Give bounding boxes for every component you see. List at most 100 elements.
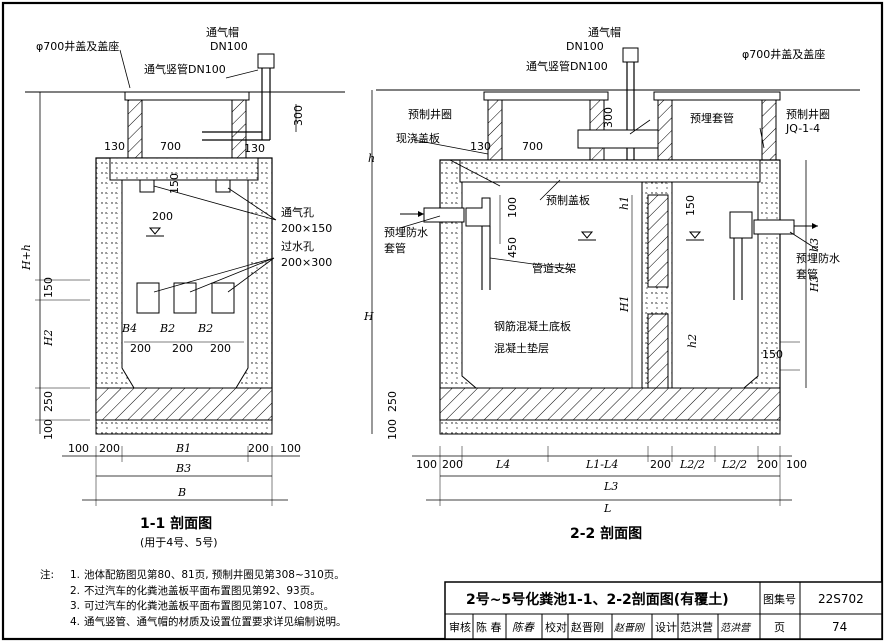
left-water-hole-label: 过水孔 — [281, 240, 314, 253]
right-section-title: 2-2 剖面图 — [570, 525, 642, 542]
dim-l: L — [603, 502, 611, 515]
designer-name: 范洪营 — [680, 620, 713, 634]
reviewer-signature: 陈春 — [512, 621, 535, 634]
right-sleeve-left: 套管 — [384, 241, 406, 255]
left-section-title: 1-1 剖面图 — [140, 515, 212, 532]
right-precast-ring-label: 预制井圈 — [786, 107, 830, 121]
right-vent-pipe-label: 通气竖管DN100 — [526, 59, 608, 73]
right-rc-slab-label: 钢筋混凝土底板 — [494, 319, 571, 333]
dim-b1: B1 — [175, 442, 191, 455]
dim-300-left: 300 — [292, 105, 305, 126]
right-pipe-support-label: 管道支架 — [532, 261, 576, 275]
dim-b: B — [177, 486, 186, 499]
left-vent-hole-label: 通气孔 — [281, 205, 314, 219]
left-section-subtitle: (用于4号、5号) — [140, 536, 218, 549]
title-block — [444, 581, 883, 640]
design-label: 设计 — [655, 621, 677, 634]
dim-100-left: 100 — [42, 419, 55, 440]
dim-100-r-b: 100 — [386, 419, 399, 440]
page-number: 74 — [832, 620, 847, 634]
dim-130-left: 130 — [104, 140, 125, 153]
dim-H3: H3 — [808, 275, 821, 293]
title-block-title: 2号~5号化粪池1-1、2-2剖面图(有覆土) — [466, 591, 729, 608]
right-vent-cap-size: DN100 — [566, 40, 604, 53]
dim-150-left-vertical: 150 — [42, 277, 55, 298]
note-4: 4.通气竖管、通气帽的材质及设置位置要求详见编制说明。 — [69, 615, 347, 628]
reviewer-name: 陈 春 — [476, 620, 502, 634]
dim-250-r: 250 — [386, 391, 399, 412]
right-sleeve-right: 套管 — [796, 267, 818, 281]
dim-200-vent: 200 — [152, 210, 173, 223]
dim-l-100a: 100 — [416, 458, 437, 471]
dim-h2-r: h2 — [686, 334, 699, 348]
dim-150-r-b: 150 — [762, 348, 783, 361]
left-vent-hole-size: 200×150 — [281, 222, 332, 235]
dim-b4: B4 — [121, 322, 137, 335]
right-waterproof-left: 预埋防水 — [384, 225, 428, 239]
right-embedded-sleeve-label: 预埋套管 — [690, 111, 734, 125]
dim-200-c: 200 — [210, 342, 231, 355]
atlas-number: 22S702 — [818, 592, 864, 606]
left-water-hole-size: 200×300 — [281, 256, 332, 269]
dim-l4: L4 — [495, 458, 510, 471]
dim-250-left: 250 — [42, 391, 55, 412]
note-2: 2.不过汽车的化粪池盖板平面布置图见第92、93页。 — [69, 584, 321, 597]
right-precast-cover-label: 预制盖板 — [546, 193, 590, 207]
note-1: 注:1.池体配筋图见第80、81页, 预制井圈见第308~310页。 — [40, 568, 347, 584]
dim-150-r-a: 150 — [684, 195, 697, 216]
left-vent-cap-size: DN100 — [210, 40, 248, 53]
right-manhole-cover-label: φ700井盖及盖座 — [742, 47, 825, 61]
dim-l-200b: 200 — [650, 458, 671, 471]
dim-700-left: 700 — [160, 140, 181, 153]
dim-300-r: 300 — [602, 107, 615, 128]
check-label: 校对 — [545, 620, 567, 634]
dim-b-200-right: 200 — [248, 442, 269, 455]
dim-700-r: 700 — [522, 140, 543, 153]
left-manhole-cover-label: φ700井盖及盖座 — [36, 39, 119, 53]
dim-l-200c: 200 — [757, 458, 778, 471]
note-3: 3.可过汽车的化粪池盖板平面布置图见第107、108页。 — [69, 600, 335, 612]
notes: 注:1.池体配筋图见第80、81页, 预制井圈见第308~310页。 2.不过汽… — [40, 568, 347, 630]
right-cast-cover-label: 现浇盖板 — [396, 131, 440, 145]
dim-H-r: H — [363, 310, 374, 323]
dim-200-b: 200 — [172, 342, 193, 355]
dim-130-right: 130 — [244, 142, 265, 155]
right-precast-ring-left: 预制井圈 — [408, 107, 452, 121]
dim-h-r: h — [368, 152, 375, 165]
dim-h1: h1 — [618, 196, 631, 210]
designer-signature: 范洪营 — [720, 622, 752, 634]
atlas-label: 图集号 — [763, 592, 796, 606]
dim-450-r: 450 — [506, 237, 519, 258]
dim-130-r: 130 — [470, 140, 491, 153]
dim-l2a: L2/2 — [679, 458, 705, 471]
checker-name: 赵晋刚 — [571, 620, 604, 634]
dim-b2-a: B2 — [159, 322, 175, 335]
left-section — [25, 49, 345, 506]
dim-l3: L3 — [603, 480, 618, 493]
dim-b-100-right: 100 — [280, 442, 301, 455]
dim-H1: H1 — [618, 295, 631, 313]
dim-l-100b: 100 — [786, 458, 807, 471]
right-waterproof-right: 预埋防水 — [796, 251, 840, 265]
review-label: 审核 — [449, 620, 471, 634]
dim-l1-l4: L1-L4 — [585, 458, 618, 471]
checker-signature: 赵晋刚 — [614, 622, 646, 634]
dim-b3: B3 — [175, 462, 191, 475]
left-vent-cap-label: 通气帽 — [206, 25, 239, 39]
notes-lead: 注: — [40, 569, 55, 581]
dim-100-r: 100 — [506, 197, 519, 218]
right-precast-ring-code: JQ-1-4 — [785, 122, 820, 135]
page-label: 页 — [774, 621, 785, 634]
dim-b-100-left: 100 — [68, 442, 89, 455]
right-section — [371, 47, 860, 506]
dim-h-plus-h: H+h — [20, 244, 33, 271]
dim-h3: h3 — [808, 238, 821, 252]
dim-l2b: L2/2 — [721, 458, 747, 471]
dim-150-vent: 150 — [168, 173, 181, 194]
dim-h2-left: H2 — [42, 329, 55, 347]
right-vent-cap-label: 通气帽 — [588, 25, 621, 39]
dim-l-200a: 200 — [442, 458, 463, 471]
right-concrete-cushion-label: 混凝土垫层 — [494, 341, 549, 355]
